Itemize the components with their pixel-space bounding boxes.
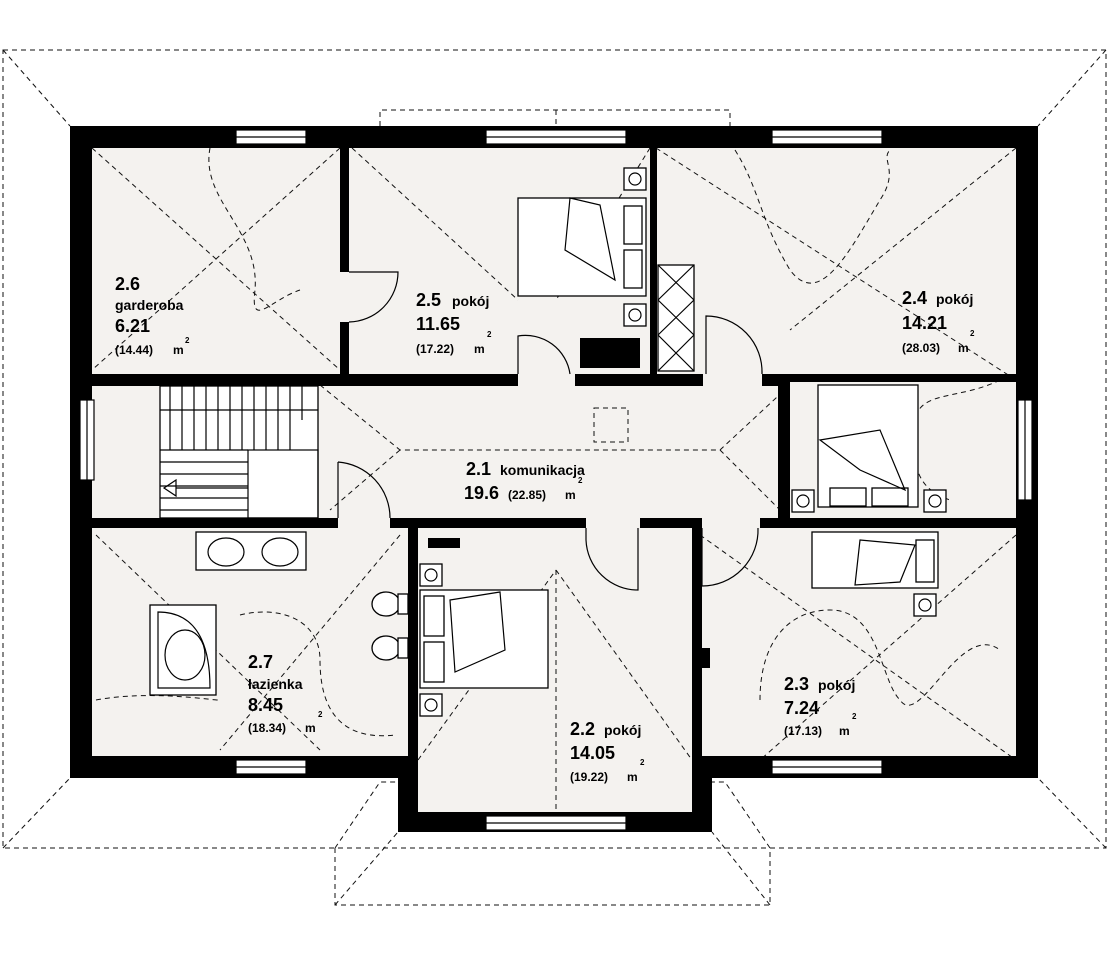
bed-room-2-5[interactable]: [517, 167, 647, 327]
room-label-2-7: 2.7 łazienka 8.45 (18.34) m 2: [248, 652, 323, 735]
room-area: 14.05: [570, 743, 615, 763]
stair-treads: [160, 386, 318, 511]
room-gross-area: (28.03): [902, 341, 940, 355]
staircase[interactable]: [159, 385, 319, 519]
room-area: 14.21: [902, 313, 947, 333]
room-name: pokój: [604, 722, 641, 738]
room-guides: [91, 147, 1017, 830]
room-unit: m: [474, 342, 485, 356]
room-area: 19.6: [464, 483, 499, 503]
room-unit: m: [305, 721, 316, 735]
room-gross-area: (17.22): [416, 342, 454, 356]
room-label-2-2: 2.2 pokój 14.05 (19.22) m 2: [570, 719, 645, 784]
bathroom-fixtures[interactable]: [149, 531, 409, 696]
room-gross-area: (22.85): [508, 488, 546, 502]
windows[interactable]: [79, 129, 1033, 831]
bed-room-2-2[interactable]: [419, 563, 549, 717]
room-unit: m: [173, 343, 184, 357]
room-label-2-1: 2.1 komunikacja 19.6 (22.85) m 2: [464, 459, 585, 503]
room-unit-sup: 2: [852, 712, 857, 721]
doors[interactable]: [337, 271, 763, 591]
room-unit: m: [627, 770, 638, 784]
room-label-2-3: 2.3 pokój 7.24 (17.13) m 2: [784, 674, 857, 738]
room-label-2-4: 2.4 pokój 14.21 (28.03) m 2: [902, 288, 975, 355]
room-unit: m: [565, 488, 576, 502]
room-unit-sup: 2: [487, 330, 492, 339]
room-unit-sup: 2: [578, 476, 583, 485]
room-unit-sup: 2: [185, 336, 190, 345]
room-number: 2.7: [248, 652, 273, 672]
room-name: garderoba: [115, 297, 184, 313]
room-name: komunikacja: [500, 462, 585, 478]
room-unit: m: [839, 724, 850, 738]
room-name: pokój: [936, 291, 973, 307]
room-number: 2.6: [115, 274, 140, 294]
room-gross-area: (18.34): [248, 721, 286, 735]
room-number: 2.1: [466, 459, 491, 479]
room-name: pokój: [818, 677, 855, 693]
room-number: 2.5: [416, 290, 441, 310]
room-unit-sup: 2: [640, 758, 645, 767]
room-name: łazienka: [248, 676, 303, 692]
wardrobe-shelf[interactable]: [657, 264, 695, 372]
room-area: 7.24: [784, 698, 819, 718]
room-area: 11.65: [416, 314, 460, 334]
room-number: 2.4: [902, 288, 927, 308]
room-label-2-6: 2.6 garderoba 6.21 (14.44) m 2: [115, 274, 190, 357]
room-label-2-5: 2.5 pokój 11.65 (17.22) m 2: [416, 290, 492, 356]
room-number: 2.2: [570, 719, 595, 739]
room-gross-area: (14.44): [115, 343, 153, 357]
room-area: 8.45: [248, 695, 283, 715]
bed-room-2-3[interactable]: [811, 531, 939, 617]
bed-room-2-4[interactable]: [791, 384, 947, 513]
room-unit-sup: 2: [970, 329, 975, 338]
room-area: 6.21: [115, 316, 150, 336]
room-unit: m: [958, 341, 969, 355]
room-gross-area: (19.22): [570, 770, 608, 784]
room-name: pokój: [452, 293, 489, 309]
room-number: 2.3: [784, 674, 809, 694]
room-unit-sup: 2: [318, 710, 323, 719]
room-gross-area: (17.13): [784, 724, 822, 738]
